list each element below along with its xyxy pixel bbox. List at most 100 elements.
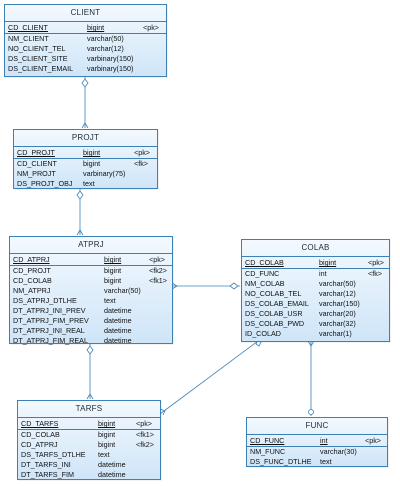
attr-name: CD_PROJT xyxy=(13,266,51,275)
attr-type: datetime xyxy=(98,470,126,479)
attr-name: CD_CLIENT xyxy=(8,23,48,32)
attr-name: DS_COLAB_USR xyxy=(245,309,303,318)
attr-type: datetime xyxy=(98,460,126,469)
attr-name: DT_ATPRJ_FIM_PREV xyxy=(13,316,89,325)
attr-row: NM_COLAB varchar(50) xyxy=(242,279,389,289)
attr-row: DT_ATPRJ_FIM_REAL datetime xyxy=(10,336,172,346)
attr-row: NM_PROJT varbinary(75) xyxy=(14,169,157,179)
entity-colab-title: COLAB xyxy=(242,240,389,257)
attr-name: DS_PROJT_OBJ xyxy=(17,179,73,188)
attr-row: NO_COLAB_TEL varchar(12) xyxy=(242,289,389,299)
entity-projt[interactable]: PROJT CD_PROJT bigint <pk> CD_CLIENT big… xyxy=(13,129,158,189)
attr-type: bigint xyxy=(104,255,122,264)
attr-row: CD_ATPRJ bigint <pk> xyxy=(10,255,172,266)
attr-name: NM_COLAB xyxy=(245,279,285,288)
attr-row: CD_CLIENT bigint <fk> xyxy=(14,159,157,169)
attr-row: DS_ATPRJ_DTLHE text xyxy=(10,296,172,306)
entity-client[interactable]: CLIENT CD_CLIENT bigint <pk> NM_CLIENT v… xyxy=(4,4,167,77)
entity-projt-title: PROJT xyxy=(14,130,157,147)
attr-name: ID_COLAD xyxy=(245,329,281,338)
diamond-atprj-bottom xyxy=(86,345,94,355)
attr-name: CD_FUNC xyxy=(245,269,280,278)
crow-foot-tarfs-top xyxy=(86,393,94,400)
attr-name: DT_ATPRJ_FIM_REAL xyxy=(13,336,88,345)
attr-key: <pk> xyxy=(143,23,159,32)
attr-row: DT_ATPRJ_FIM_PREV datetime xyxy=(10,316,172,326)
attr-name: DT_TARFS_INI xyxy=(21,460,71,469)
attr-type: varchar(12) xyxy=(319,289,356,298)
attr-row: CD_ATPRJ bigint <fk2> xyxy=(18,440,160,450)
entity-tarfs-title: TARFS xyxy=(18,401,160,418)
attr-name: CD_TARFS xyxy=(21,419,59,428)
attr-row: DS_CLIENT_SITE varbinary(150) xyxy=(5,54,166,64)
attr-row: DS_CLIENT_EMAIL varbinary(150) xyxy=(5,64,166,74)
entity-atprj[interactable]: ATPRJ CD_ATPRJ bigint <pk> CD_PROJT bigi… xyxy=(9,236,173,346)
attr-type: datetime xyxy=(104,306,132,315)
attr-type: varchar(30) xyxy=(320,447,357,456)
attr-row: CD_COLAB bigint <fk1> xyxy=(10,276,172,286)
attr-row: DS_FUNC_DTLHE text xyxy=(247,457,387,467)
attr-key: <pk> xyxy=(368,258,384,267)
attr-row: CD_FUNC int <fk> xyxy=(242,269,389,279)
attr-type: varchar(1) xyxy=(319,329,352,338)
entity-tarfs[interactable]: TARFS CD_TARFS bigint <pk> CD_COLAB bigi… xyxy=(17,400,161,480)
attr-type: text xyxy=(98,450,110,459)
attr-row: DS_COLAB_EMAIL varchar(150) xyxy=(242,299,389,309)
diamond-projt-bottom xyxy=(76,190,84,200)
attr-row: NM_ATPRJ varchar(50) xyxy=(10,286,172,296)
attr-key: <fk1> xyxy=(149,276,167,285)
attr-key: <fk2> xyxy=(136,440,154,449)
attr-key: <pk> xyxy=(365,436,381,445)
attr-type: bigint xyxy=(104,266,122,275)
attr-type: bigint xyxy=(98,430,116,439)
attr-type: bigint xyxy=(83,148,101,157)
attr-name: CD_PROJT xyxy=(17,148,55,157)
attr-row: CD_TARFS bigint <pk> xyxy=(18,419,160,430)
attr-type: bigint xyxy=(98,440,116,449)
diamond-client xyxy=(81,78,89,88)
attr-type: bigint xyxy=(98,419,116,428)
attr-name: CD_ATPRJ xyxy=(13,255,50,264)
attr-name: CD_ATPRJ xyxy=(21,440,58,449)
attr-row: DT_TARFS_INI datetime xyxy=(18,460,160,470)
attr-name: CD_CLIENT xyxy=(17,159,57,168)
crow-foot-projt xyxy=(81,122,89,129)
attr-row: CD_CLIENT bigint <pk> xyxy=(5,23,166,34)
attr-name: DS_COLAB_PWD xyxy=(245,319,305,328)
attr-name: DS_COLAB_EMAIL xyxy=(245,299,309,308)
entity-func[interactable]: FUNC CD_FUNC int <pk> NM_FUNC varchar(30… xyxy=(246,417,388,467)
attr-type: bigint xyxy=(87,23,105,32)
attr-name: NM_PROJT xyxy=(17,169,56,178)
rel-colab-tarfs xyxy=(159,340,259,415)
attr-name: NM_CLIENT xyxy=(8,34,49,43)
attr-name: NO_CLIENT_TEL xyxy=(8,44,66,53)
diamond-colab-left xyxy=(229,282,239,290)
attr-row: DS_TARFS_DTLHE text xyxy=(18,450,160,460)
attr-type: varbinary(150) xyxy=(87,54,134,63)
attr-row: CD_PROJT bigint <fk2> xyxy=(10,266,172,276)
attr-type: bigint xyxy=(83,159,101,168)
attr-name: DS_CLIENT_EMAIL xyxy=(8,64,74,73)
attr-name: DT_ATPRJ_INI_REAL xyxy=(13,326,85,335)
attr-type: varchar(12) xyxy=(87,44,124,53)
attr-name: DS_ATPRJ_DTLHE xyxy=(13,296,77,305)
attr-type: bigint xyxy=(319,258,337,267)
attr-type: datetime xyxy=(104,316,132,325)
attr-type: text xyxy=(83,179,95,188)
attr-type: varchar(50) xyxy=(319,279,356,288)
attr-row: DS_COLAB_PWD varchar(32) xyxy=(242,319,389,329)
entity-colab[interactable]: COLAB CD_COLAB bigint <pk> CD_FUNC int <… xyxy=(241,239,390,342)
attr-row: NM_CLIENT varchar(50) xyxy=(5,34,166,44)
attr-type: varchar(50) xyxy=(104,286,141,295)
attr-name: DS_FUNC_DTLHE xyxy=(250,457,312,466)
attr-type: int xyxy=(319,269,327,278)
attr-key: <fk> xyxy=(134,159,148,168)
attr-row: DT_ATPRJ_INI_REAL datetime xyxy=(10,326,172,336)
attr-type: datetime xyxy=(104,326,132,335)
attr-row: DT_ATPRJ_INI_PREV datetime xyxy=(10,306,172,316)
entity-client-title: CLIENT xyxy=(5,5,166,22)
attr-row: DS_PROJT_OBJ text xyxy=(14,179,157,189)
attr-type: bigint xyxy=(104,276,122,285)
attr-name: CD_COLAB xyxy=(21,430,60,439)
attr-type: varchar(32) xyxy=(319,319,356,328)
